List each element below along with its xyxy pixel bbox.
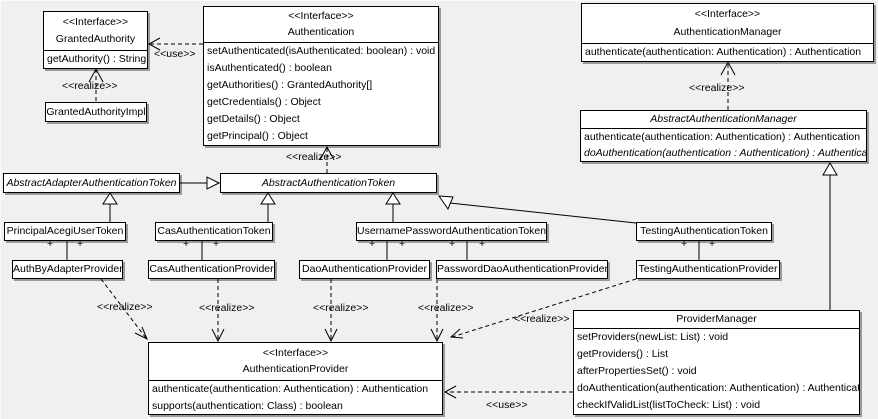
class-name: CasAuthenticationToken [157, 225, 271, 237]
class-abstract-authentication-manager[interactable]: AbstractAuthenticationManager authenticat… [580, 110, 867, 162]
class-dao-authentication-provider[interactable]: DaoAuthenticationProvider [299, 260, 430, 279]
class-name: DaoAuthenticationProvider [302, 263, 427, 275]
edge-realize-dao-authentication-provider [324, 279, 338, 343]
edge-realize-cas-authentication-provider [211, 279, 225, 343]
class-name: AuthenticationProvider [242, 363, 349, 376]
method: checkIfValidList(listToCheck: List) : vo… [577, 399, 761, 411]
stereotype-label: <<Interface>> [288, 10, 354, 22]
class-cas-authentication-token[interactable]: CasAuthenticationToken [155, 222, 273, 241]
class-auth-by-adapter-provider[interactable]: AuthByAdapterProvider [12, 260, 123, 279]
edge-label-realize-testing: <<realize>> [514, 313, 570, 325]
class-name: AbstractAuthenticationToken [261, 176, 396, 189]
class-password-dao-authentication-provider[interactable]: PasswordDaoAuthenticationProvider [436, 260, 608, 279]
method: getDetails() : Object [207, 113, 300, 125]
method: doAuthentication(authentication: Authent… [577, 382, 859, 394]
class-granted-authority[interactable]: <<Interface>> GrantedAuthority getAuthorit… [43, 11, 148, 69]
edge-realize-granted-authority-impl [88, 67, 104, 101]
class-username-password-authentication-token[interactable]: UsernamePasswordAuthenticationToken [356, 222, 547, 241]
method: getPrincipal() : Object [207, 130, 308, 142]
class-authentication-manager[interactable]: <<Interface>> AuthenticationManager authen… [581, 3, 874, 62]
stereotype-label: <<Interface>> [62, 16, 129, 28]
class-testing-authentication-provider[interactable]: TestingAuthenticationProvider [636, 260, 780, 279]
method: getProviders() : List [577, 348, 669, 360]
edge-label-use-granted-authority: <<use>> [154, 48, 196, 60]
class-name: AuthenticationManager [673, 25, 782, 38]
stereotype-label: <<Interface>> [262, 346, 329, 359]
edge-label-realize-password-dao: <<realize>> [418, 302, 474, 314]
edge-label-realize-authentication: <<realize>> [286, 151, 342, 163]
class-name: PasswordDaoAuthenticationProvider [437, 263, 609, 275]
method: authenticate(authentication: Authenticat… [584, 131, 861, 143]
class-provider-manager[interactable]: ProviderManager setProviders(newList: Lis… [573, 310, 860, 415]
class-name: AuthByAdapterProvider [13, 263, 123, 275]
class-name: GrantedAuthorityImpl [46, 105, 146, 118]
method: authenticate(authentication: Authenticat… [585, 46, 862, 58]
class-name: CasAuthenticationProvider [149, 263, 274, 275]
edge-realize-abstract-authentication-manager [720, 60, 736, 110]
class-name: TestingAuthenticationProvider [638, 263, 778, 275]
method: getAuthority() : String [47, 53, 147, 65]
edge-realize-password-dao-authentication-provider [430, 279, 444, 343]
method: getAuthorities() : GrantedAuthority[] [207, 79, 373, 91]
edge-generalization-abstract-adapter-authentication-token [180, 176, 221, 190]
class-testing-authentication-token[interactable]: TestingAuthenticationToken [636, 222, 772, 241]
class-name: GrantedAuthority [55, 33, 136, 45]
class-authentication-provider[interactable]: <<Interface>> AuthenticationProvider authe… [148, 342, 443, 415]
class-name: PrincipalAcegiUserToken [6, 225, 124, 237]
class-cas-authentication-provider[interactable]: CasAuthenticationProvider [148, 260, 275, 279]
edge-label-realize-auth-by-adapter: <<realize>> [97, 301, 153, 313]
class-name: TestingAuthenticationToken [640, 225, 768, 237]
edge-realize-auth-by-adapter-provider [100, 278, 148, 341]
edge-generalization-username-password-authentication-token [385, 192, 401, 222]
class-authentication[interactable]: <<Interface>> Authentication setAuthentica… [203, 6, 439, 146]
method: getCredentials() : Object [207, 96, 321, 108]
method: authenticate(authentication: Authenticat… [152, 383, 429, 395]
class-principal-acegi-user-token[interactable]: PrincipalAcegiUserToken [4, 222, 126, 241]
method: supports(authentication: Class) : boolea… [152, 399, 343, 412]
edge-generalization-cas-authentication-token [260, 192, 276, 222]
edge-use-authentication-to-granted-authority [147, 37, 203, 51]
edge-label-use-provider-manager: <<use>> [486, 399, 528, 411]
method: setProviders(newList: List) : void [577, 331, 729, 343]
class-name: Authentication [287, 26, 355, 38]
edge-realize-abstract-authentication-token [319, 145, 335, 173]
edge-label-realize-cas: <<realize>> [199, 302, 255, 314]
method: doAuthentication(authentication : Authen… [584, 147, 866, 159]
edge-use-provider-manager-to-authentication-provider [443, 385, 573, 399]
class-abstract-authentication-token[interactable]: AbstractAuthenticationToken [220, 173, 437, 193]
class-abstract-adapter-authentication-token[interactable]: AbstractAdapterAuthenticationToken [3, 173, 180, 193]
class-granted-authority-impl[interactable]: GrantedAuthorityImpl [45, 102, 147, 122]
method: setAuthenticated(isAuthenticated: boolea… [207, 45, 436, 57]
class-name: UsernamePasswordAuthenticationToken [357, 225, 547, 237]
method: isAuthenticated() : boolean [207, 62, 332, 74]
stereotype-label: <<Interface>> [694, 8, 761, 21]
edge-generalization-testing-authentication-token [437, 195, 637, 224]
edge-label-realize-granted-authority: <<realize>> [62, 80, 118, 92]
class-name: ProviderManager [676, 313, 757, 325]
edge-generalization-provider-manager [822, 162, 838, 310]
edge-label-realize-dao: <<realize>> [313, 302, 369, 314]
method: afterPropertiesSet() : void [577, 365, 697, 377]
class-name: AbstractAuthenticationManager [650, 113, 797, 125]
class-name: AbstractAdapterAuthenticationToken [6, 176, 177, 189]
edge-generalization-principal-acegi-user-token [102, 192, 118, 222]
edge-label-realize-authentication-manager: <<realize>> [689, 82, 745, 94]
